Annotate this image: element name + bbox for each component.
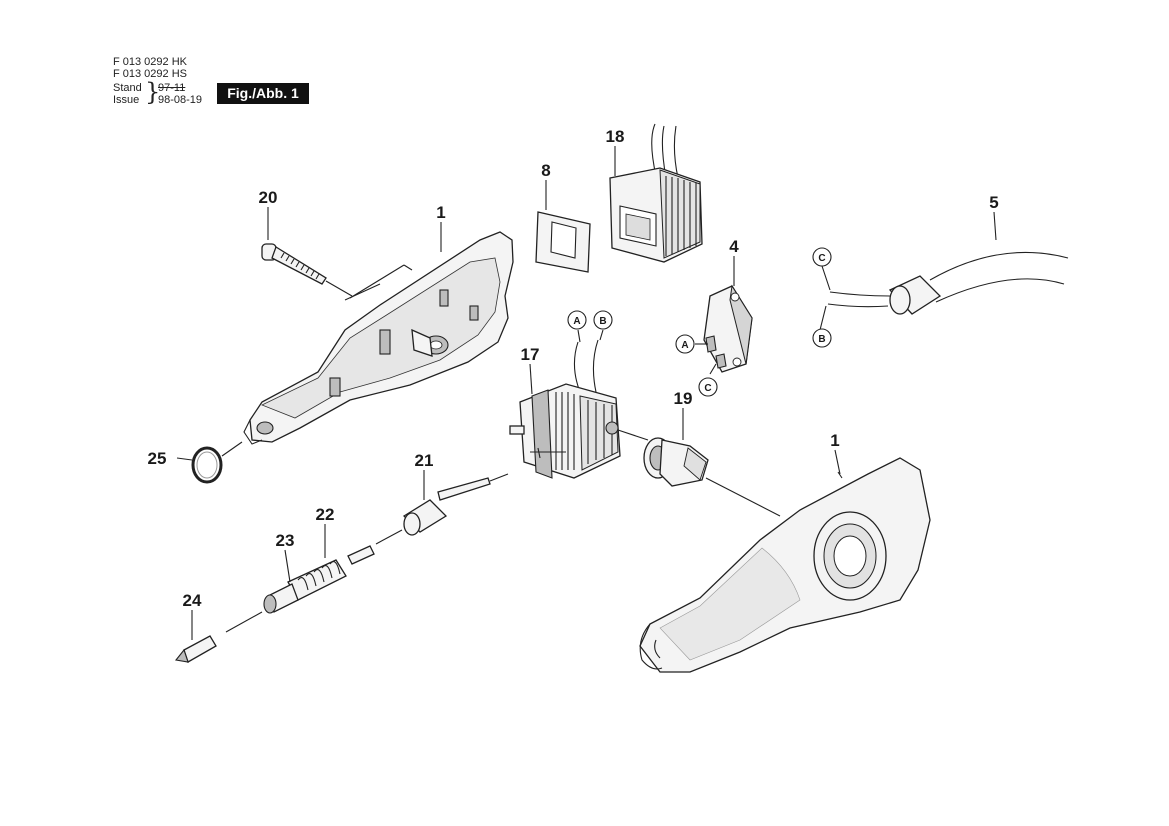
svg-text:C: C (704, 383, 711, 394)
label-part-18: 18 (606, 127, 625, 146)
label-part-24: 24 (183, 591, 202, 610)
screw-part-20 (261, 243, 353, 297)
housing-shell-part-1 (639, 457, 931, 673)
stator-part-17 (509, 339, 649, 479)
retaining-ring-part-25 (191, 441, 243, 484)
marker-a-stator: A (567, 310, 587, 330)
svg-text:A: A (681, 340, 688, 351)
label-part-23: 23 (276, 531, 295, 550)
marker-b-cable: B (812, 328, 832, 348)
marker-a-switch: A (675, 334, 695, 354)
housing-half-part-1 (243, 231, 514, 445)
part-number-hk: F 013 0292 HK (113, 56, 187, 68)
gasket-part-8 (535, 211, 591, 273)
marker-c-switch: C (698, 377, 718, 397)
connection-markers: A B A C C B (567, 247, 832, 397)
issue-date: 98-08-19 (158, 94, 203, 106)
part-number-hs: F 013 0292 HS (113, 68, 187, 80)
label-part-4: 4 (729, 237, 739, 256)
brace-symbol: } (145, 78, 161, 106)
leader-lines (176, 146, 997, 640)
svg-text:C: C (818, 253, 825, 264)
pin-part-24 (174, 635, 217, 663)
svg-text:B: B (818, 334, 825, 345)
label-part-1-upper: 1 (436, 203, 445, 222)
label-part-22: 22 (316, 505, 335, 524)
switch-part-4 (695, 284, 753, 375)
armature-part-21 (375, 473, 509, 545)
label-part-17: 17 (521, 345, 540, 364)
label-part-20: 20 (259, 188, 278, 207)
label-part-1-lower: 1 (830, 431, 839, 450)
stand-label: Stand (113, 82, 142, 94)
label-part-25: 25 (148, 449, 167, 468)
svg-text:A: A (573, 316, 580, 327)
figure-label: Fig./Abb. 1 (217, 83, 309, 104)
label-part-8: 8 (541, 161, 550, 180)
issue-label: Issue (113, 94, 140, 106)
marker-c-cable: C (812, 247, 832, 267)
stand-date: 97-11 (158, 82, 186, 94)
svg-text:B: B (599, 316, 606, 327)
label-part-19: 19 (674, 389, 693, 408)
power-cable-part-5 (819, 251, 1069, 331)
spring-plunger-part-22-23 (225, 545, 375, 633)
plug-part-19 (643, 437, 781, 517)
coil-part-18 (609, 123, 703, 263)
marker-b-stator: B (593, 310, 613, 330)
part-labels: 1 20 8 18 4 5 17 19 25 21 22 23 24 1 (148, 127, 999, 610)
label-part-5: 5 (989, 193, 998, 212)
label-part-21: 21 (415, 451, 434, 470)
